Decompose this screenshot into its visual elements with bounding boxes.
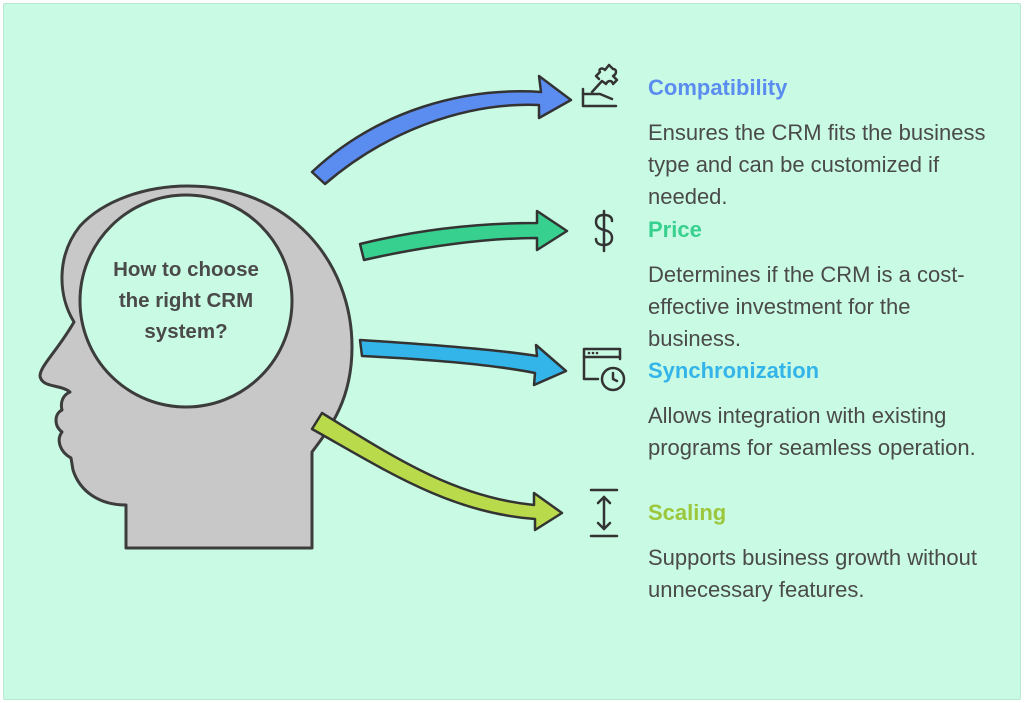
head-inner-circle [78, 193, 294, 409]
arrow-scaling [310, 411, 564, 532]
window-clock-icon [582, 347, 626, 392]
puzzle-hand-icon [581, 63, 619, 108]
scaling-description: Supports business growth without unneces… [648, 545, 977, 602]
dollar-icon [594, 209, 614, 253]
compatibility-description: Ensures the CRM fits the business type a… [648, 120, 986, 209]
synchronization-description: Allows integration with existing program… [648, 403, 976, 460]
arrow-compatibility [310, 74, 573, 186]
vertical-resize-icon [589, 488, 619, 538]
arrow-synchronization [358, 338, 568, 387]
center-title: How to choose the right CRM system? [113, 258, 259, 343]
arrow-price [358, 209, 569, 262]
price-description: Determines if the CRM is a cost-effectiv… [648, 262, 965, 351]
price-title: Price [648, 217, 702, 242]
synchronization-title: Synchronization [648, 358, 820, 383]
compatibility-title: Compatibility [648, 75, 788, 100]
scaling-title: Scaling [648, 500, 727, 525]
